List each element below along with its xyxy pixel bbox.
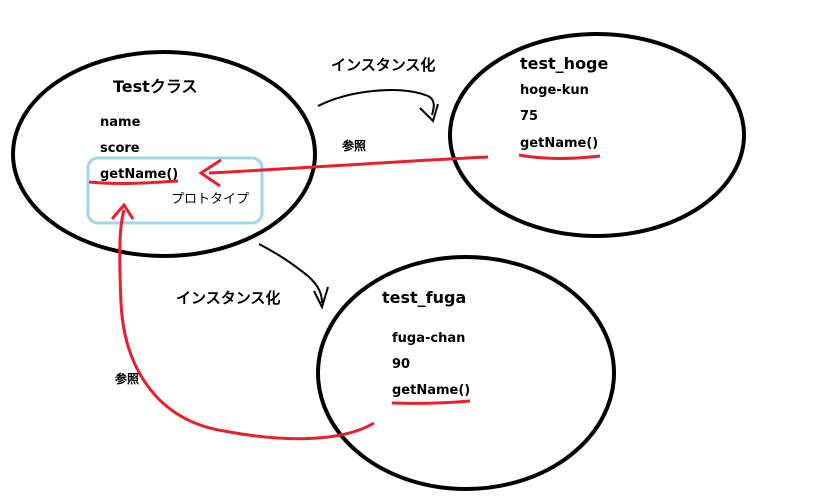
hoge-member-name: hoge-kun [520, 83, 589, 98]
class-member-getname: getName() [100, 167, 179, 182]
fuga-member-score: 90 [392, 357, 411, 372]
instantiate-fuga-arrowhead [313, 286, 329, 310]
instantiate-hoge-label: インスタンス化 [331, 56, 436, 74]
class-member-name: name [100, 115, 141, 130]
class-node-circle [11, 50, 317, 258]
prototype-box [86, 156, 264, 225]
reference-fuga-arrow [118, 209, 375, 441]
class-getname-underline [88, 179, 179, 186]
hoge-member-getname: getName() [520, 136, 599, 151]
fuga-title: test_fuga [382, 288, 467, 307]
reference-hoge-arrowhead [198, 158, 222, 188]
instantiate-hoge-arrowhead [419, 103, 439, 123]
reference-hoge-arrow [208, 155, 489, 175]
hoge-getname-underline [518, 153, 601, 160]
reference-fuga-label: 参照 [115, 372, 140, 386]
hoge-title: test_hoge [520, 54, 609, 73]
reference-hoge-label: 参照 [342, 139, 367, 153]
instance-hoge-circle [448, 32, 746, 238]
fuga-getname-underline [391, 399, 471, 405]
reference-fuga-arrowhead [110, 202, 135, 220]
hoge-member-score: 75 [520, 109, 539, 124]
class-member-score: score [100, 141, 140, 156]
fuga-member-name: fuga-chan [392, 331, 466, 346]
prototype-label: プロトタイプ [171, 192, 250, 207]
fuga-member-getname: getName() [392, 383, 471, 398]
instantiate-hoge-arrow [317, 89, 435, 116]
instance-fuga-circle [316, 255, 616, 491]
instantiate-fuga-label: インスタンス化 [176, 289, 281, 307]
instantiate-fuga-arrow [258, 243, 323, 304]
class-title: Testクラス [113, 77, 198, 96]
